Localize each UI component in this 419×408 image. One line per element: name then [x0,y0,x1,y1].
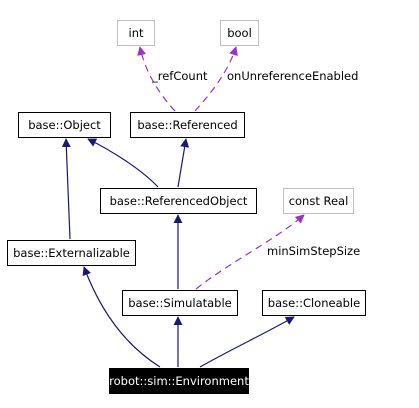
node-box-simulatable [122,290,238,316]
node-label-constreal: const Real [289,194,349,208]
node-box-cloneable [262,290,366,316]
node-box-externalizable [7,240,136,266]
node-externalizable[interactable]: base::Externalizable [7,240,136,266]
node-box-environment [109,368,249,394]
edge-referencedobject-to-object [87,138,159,188]
edge-referencedobject-to-referenced [177,138,190,188]
node-referenced[interactable]: base::Referenced [130,112,245,138]
node-int: int [117,20,155,46]
node-label-environment: robot::sim::Environment [109,374,249,388]
edge-environment-to-externalizable [82,266,161,368]
node-cloneable[interactable]: base::Cloneable [262,290,366,316]
edge-label-simulatable-to-constreal: minSimStepSize [267,244,360,258]
node-referencedobject[interactable]: base::ReferencedObject [100,188,257,214]
node-label-object: base::Object [28,118,101,132]
node-bool: bool [220,20,259,46]
node-box-constreal [283,188,354,214]
node-box-bool [220,20,259,46]
edge-label-referenced-to-int: _refCount [151,69,208,83]
edge-externalizable-to-object [61,138,71,240]
edge-label-referenced-to-bool: onUnreferenceEnabled [227,69,358,83]
node-label-simulatable: base::Simulatable [128,296,232,310]
node-box-int [117,20,155,46]
node-box-referencedobject [100,188,257,214]
edge-simulatable-to-constreal [195,214,305,290]
node-label-referenced: base::Referenced [137,118,237,132]
edge-referenced-to-bool [194,46,238,112]
node-box-referenced [130,112,245,138]
node-label-referencedobject: base::ReferencedObject [110,194,248,208]
edge-referenced-to-int [137,46,176,112]
node-label-externalizable: base::Externalizable [13,246,130,260]
node-environment[interactable]: robot::sim::Environment [109,368,249,394]
node-label-bool: bool [227,26,252,40]
node-label-int: int [129,26,144,40]
node-constreal: const Real [283,188,354,214]
node-label-cloneable: base::Cloneable [268,296,360,310]
node-box-object [18,112,111,138]
node-simulatable[interactable]: base::Simulatable [122,290,238,316]
node-object[interactable]: base::Object [18,112,111,138]
edge-environment-to-cloneable [199,316,295,368]
